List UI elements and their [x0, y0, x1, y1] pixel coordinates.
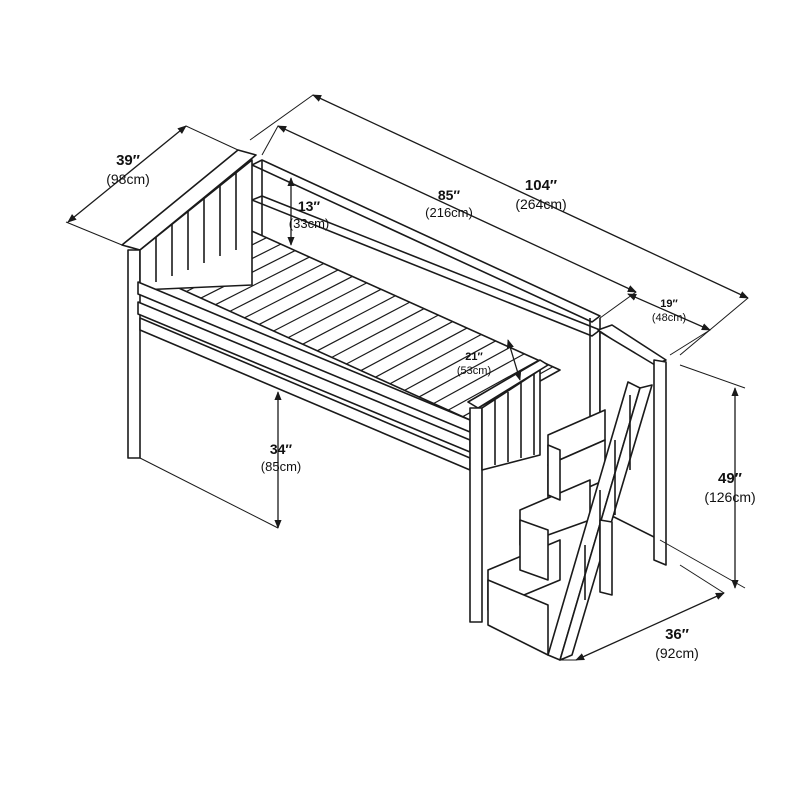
dim-stair-depth-line	[575, 592, 725, 661]
stair-unit	[487, 324, 667, 661]
dim-mattress-length-line	[277, 125, 637, 293]
slat	[316, 301, 410, 352]
clearance-imperial: 34″	[269, 441, 293, 457]
total-height-metric: (126cm)	[704, 488, 756, 505]
dim-stair-depth-label: 36″ (92cm)	[655, 626, 699, 662]
dim-width-line	[67, 125, 187, 223]
dim-stair-width-label: 19″ (48cm)	[652, 298, 686, 326]
guard-height-metric: (33cm)	[288, 215, 330, 231]
slat	[375, 327, 468, 378]
total-height-imperial: 49″	[718, 470, 742, 487]
gap-metric: (53cm)	[456, 364, 492, 377]
width-metric: (98cm)	[106, 170, 150, 187]
slat	[418, 346, 511, 398]
width-imperial: 39″	[116, 152, 140, 169]
slat	[404, 340, 496, 391]
slat	[360, 321, 453, 372]
foot-board	[467, 359, 549, 623]
front-rails	[137, 281, 471, 471]
dim-stair-width-line	[627, 293, 711, 331]
slat	[389, 333, 482, 385]
head-board	[121, 149, 257, 459]
dimension-lines	[65, 94, 749, 661]
stair-depth-imperial: 36″	[665, 626, 689, 643]
dim-mattress-length-label: 85″ (216cm)	[425, 187, 473, 221]
clearance-metric: (85cm)	[260, 458, 302, 474]
dim-guard-height-label: 13″ (33cm)	[289, 198, 329, 232]
dim-total-length-label: 104″ (264cm)	[515, 177, 566, 213]
slat	[447, 359, 539, 411]
gap-imperial: 21″	[465, 351, 483, 363]
total-length-imperial: 104″	[524, 177, 558, 194]
slat	[302, 295, 396, 345]
stair-width-imperial: 19″	[660, 298, 678, 310]
bed-frame	[121, 149, 667, 661]
mattress-length-imperial: 85″	[437, 187, 461, 203]
dim-total-height-label: 49″ (126cm)	[704, 470, 755, 506]
total-length-metric: (264cm)	[515, 195, 567, 212]
slat	[331, 308, 425, 358]
stair-depth-metric: (92cm)	[655, 644, 699, 661]
slat	[346, 314, 439, 365]
dim-width-label: 39″ (98cm)	[106, 152, 150, 188]
stair-width-metric: (48cm)	[651, 311, 687, 324]
guard-height-imperial: 13″	[297, 198, 321, 214]
mattress-length-metric: (216cm)	[425, 204, 473, 220]
dim-gap-label: 21″ (53cm)	[457, 351, 491, 379]
dim-gap-line	[506, 339, 522, 381]
dim-clearance-label: 34″ (85cm)	[261, 441, 301, 475]
